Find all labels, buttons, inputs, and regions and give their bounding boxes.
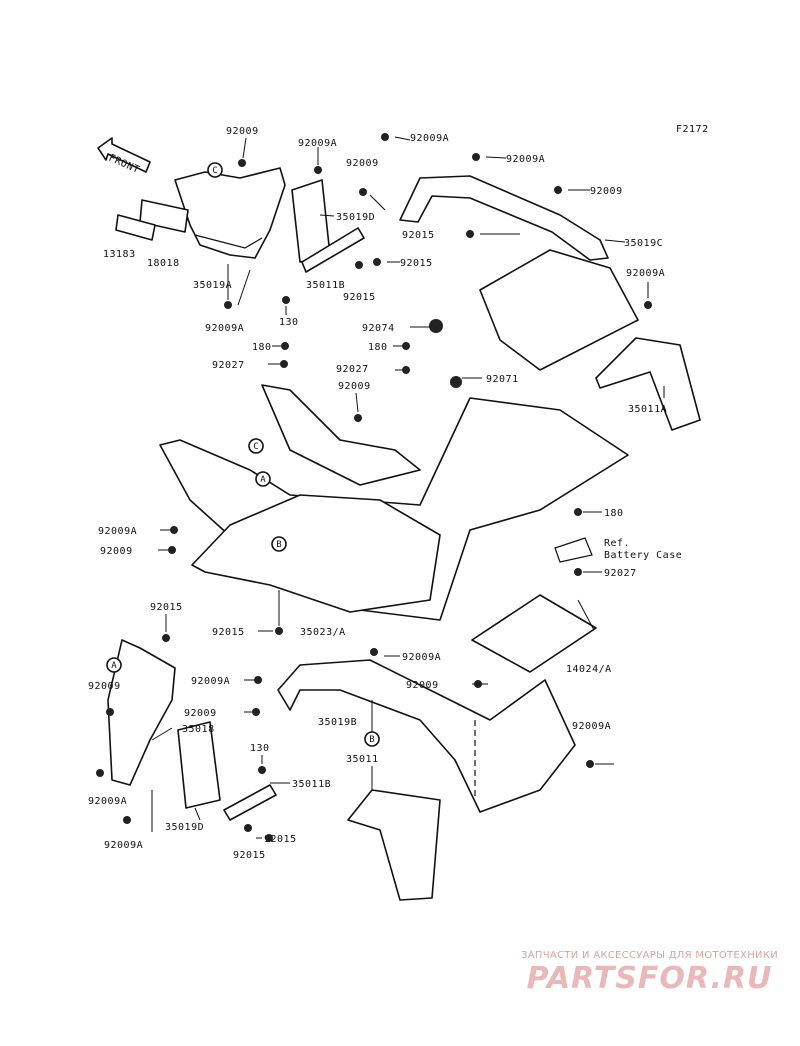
label-35019A: 35019A <box>193 280 232 291</box>
label-35019C: 35019C <box>624 238 663 249</box>
figure-code: F2172 <box>676 124 709 135</box>
label-92015: 92015 <box>402 230 435 241</box>
label-92009: 92009 <box>338 381 371 392</box>
label-180: 180 <box>368 342 388 353</box>
label-92009: 92009 <box>226 126 259 137</box>
label-92015: 92015 <box>343 292 376 303</box>
label-92009A: 92009A <box>410 133 449 144</box>
part-35019B-fender <box>277 659 576 813</box>
label-92009: 92009 <box>406 680 439 691</box>
label-130: 130 <box>279 317 299 328</box>
part-35011B-bracket <box>301 227 365 273</box>
label-35018: 35018 <box>182 724 215 735</box>
label-92027: 92027 <box>336 364 369 375</box>
label-18018: 18018 <box>147 258 180 269</box>
part-35019C-rear-flap <box>399 175 609 261</box>
part-14024A-cover <box>471 594 597 673</box>
label-35019B: 35019B <box>318 717 357 728</box>
label-35011B: 35011B <box>306 280 345 291</box>
label-92009A: 92009A <box>626 268 665 279</box>
part-35011A-rear-bracket <box>595 337 701 431</box>
label-92009A: 92009A <box>402 652 441 663</box>
label-35011B: 35011B <box>292 779 331 790</box>
callout-c-mid: C <box>248 438 264 454</box>
label-92074: 92074 <box>362 323 395 334</box>
svg-text:B: B <box>369 735 374 745</box>
label-92009A: 92009A <box>191 676 230 687</box>
rear-upper-fender-assembly <box>381 133 701 431</box>
label-35011: 35011 <box>346 754 379 765</box>
part-35011B-low-bracket <box>223 784 277 821</box>
leader-lines <box>151 136 665 839</box>
label-92071: 92071 <box>486 374 519 385</box>
label-92027: 92027 <box>212 360 245 371</box>
label-35019D: 35019D <box>165 822 204 833</box>
watermark-brand-logo: PARTSFOR.RU <box>526 961 773 996</box>
callout-a-low: A <box>106 657 122 673</box>
front-guard-assembly <box>115 159 381 309</box>
label-13183: 13183 <box>103 249 136 260</box>
callout-b-low: B <box>364 731 380 747</box>
label-92015: 92015 <box>264 834 297 845</box>
label-92009: 92009 <box>590 186 623 197</box>
label-ref: Ref. <box>604 538 630 549</box>
label-battery-case: Battery Case <box>604 550 682 561</box>
label-92009A: 92009A <box>506 154 545 165</box>
label-92009: 92009 <box>184 708 217 719</box>
label-180: 180 <box>252 342 272 353</box>
part-35018-guard <box>107 639 176 786</box>
part-13183-reflector <box>115 214 156 241</box>
svg-text:A: A <box>111 661 117 671</box>
label-92015: 92015 <box>150 602 183 613</box>
svg-text:B: B <box>276 540 281 550</box>
part-35019A-front-guard <box>174 167 286 259</box>
label-14024A: 14024/A <box>566 664 612 675</box>
label-92009: 92009 <box>88 681 121 692</box>
battery-case-bracket <box>554 537 593 563</box>
callout-c-top: C <box>207 162 223 178</box>
label-92009: 92009 <box>100 546 133 557</box>
svg-text:A: A <box>260 475 266 485</box>
part-front-fender-body <box>191 494 441 613</box>
label-92009A: 92009A <box>205 323 244 334</box>
callout-a-mid: A <box>255 471 271 487</box>
label-92027: 92027 <box>604 568 637 579</box>
label-35011A: 35011A <box>628 404 667 415</box>
part-labels: 92009 92009A 92009A 92009A 92009 92009 3… <box>88 126 682 861</box>
label-92009A: 92009A <box>572 721 611 732</box>
label-92015: 92015 <box>212 627 245 638</box>
label-92015: 92015 <box>400 258 433 269</box>
svg-text:C: C <box>253 442 258 452</box>
label-92009: 92009 <box>346 158 379 169</box>
label-92009A: 92009A <box>104 840 143 851</box>
label-130: 130 <box>250 743 270 754</box>
part-35011-low-bracket <box>347 789 441 901</box>
label-92015: 92015 <box>233 850 266 861</box>
watermark: ЗАПЧАСТИ И АКСЕССУАРЫ ДЛЯ МОТОТЕХНИКИ PA… <box>521 950 778 996</box>
label-92009A: 92009A <box>298 138 337 149</box>
label-92009A: 92009A <box>88 796 127 807</box>
label-180: 180 <box>604 508 624 519</box>
part-35019D-low-mudflap <box>177 721 221 809</box>
label-35019D: 35019D <box>336 212 375 223</box>
watermark-tagline: ЗАПЧАСТИ И АКСЕССУАРЫ ДЛЯ МОТОТЕХНИКИ <box>521 950 778 961</box>
front-arrow-icon: FRONT <box>97 137 151 176</box>
label-92009A: 92009A <box>98 526 137 537</box>
callout-b-mid: B <box>271 536 287 552</box>
rear-fender-main-assembly <box>159 319 629 673</box>
part-rear-mudguard-panel <box>479 249 639 371</box>
svg-text:C: C <box>212 166 217 176</box>
lower-fender-assembly <box>96 634 594 901</box>
label-35023A: 35023/A <box>300 627 346 638</box>
part-side-panel <box>261 384 421 486</box>
